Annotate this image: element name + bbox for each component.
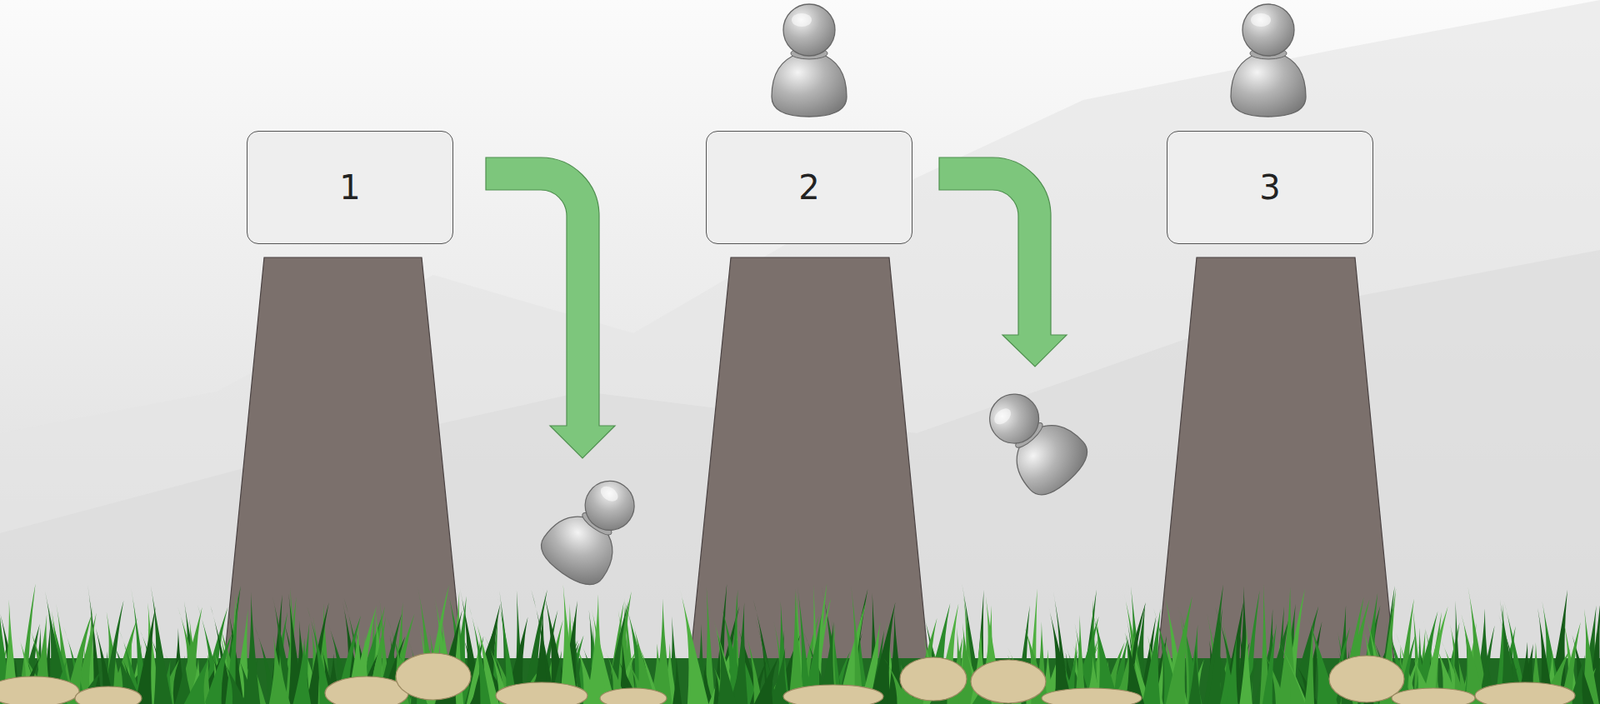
grass-blade	[469, 605, 491, 704]
rock	[395, 653, 471, 700]
grass-blade	[1305, 622, 1315, 704]
number-box: 3	[1166, 130, 1374, 245]
pawn-highlight	[791, 13, 812, 27]
box-number: 2	[798, 169, 820, 206]
pawn-head	[1242, 4, 1295, 56]
rock	[495, 682, 588, 704]
pawn-highlight	[1250, 13, 1271, 27]
stone-pillar	[685, 257, 933, 704]
fall-arrow	[939, 157, 1067, 367]
grass-blade	[586, 594, 607, 704]
grass-blade	[150, 585, 173, 704]
grass-blade	[788, 589, 805, 704]
grass-blade	[293, 638, 312, 704]
pawn-highlight	[597, 483, 620, 505]
grass-blade	[1225, 635, 1238, 704]
rock	[970, 660, 1046, 704]
rock	[783, 685, 884, 704]
box-number: 1	[339, 169, 360, 206]
rock	[600, 688, 667, 704]
rock	[0, 676, 80, 704]
pawn-figure	[771, 4, 847, 117]
pawn-body	[1230, 53, 1306, 117]
grass-blade	[245, 592, 260, 704]
rock	[325, 676, 409, 704]
grass-blade	[1262, 623, 1277, 704]
box-number: 3	[1259, 169, 1280, 206]
rock	[1475, 682, 1575, 704]
grass-blade	[1141, 608, 1160, 704]
grass-blade	[1204, 585, 1224, 704]
number-box: 1	[246, 130, 454, 245]
fall-arrow	[485, 157, 615, 459]
stone-pillar	[1153, 257, 1399, 704]
pawn-figure	[1230, 4, 1306, 117]
grass-blade	[135, 606, 156, 704]
pawn-head	[575, 471, 645, 540]
grass-blade	[754, 657, 779, 704]
rocks	[0, 653, 1575, 704]
pawn-figure	[533, 465, 654, 594]
pawn-head	[783, 4, 835, 56]
rock	[1041, 688, 1142, 704]
pawn-figure	[971, 376, 1096, 505]
number-box: 2	[705, 130, 913, 245]
grass-blade	[717, 633, 737, 704]
grass-blade	[184, 655, 211, 704]
grass-blade	[1277, 638, 1305, 704]
rock	[1391, 688, 1475, 704]
rock	[75, 686, 142, 704]
pawn-highlight	[991, 405, 1015, 429]
grass-blade	[270, 655, 290, 704]
grass-blade	[733, 602, 748, 704]
pawn-body	[771, 53, 847, 117]
grass-blade	[654, 598, 672, 704]
rock	[900, 657, 967, 701]
grass-blade	[672, 656, 682, 704]
grass-blade	[1165, 595, 1193, 704]
grass-blade	[1239, 623, 1252, 704]
stone-pillar	[220, 257, 467, 704]
grass-blade	[220, 657, 246, 704]
mountain-silhouette	[0, 250, 1600, 704]
grass-blade	[679, 585, 710, 704]
grass-blade	[1188, 645, 1201, 704]
grass-blade	[1208, 607, 1223, 704]
pawn-head	[980, 384, 1050, 454]
grass	[0, 583, 1600, 704]
